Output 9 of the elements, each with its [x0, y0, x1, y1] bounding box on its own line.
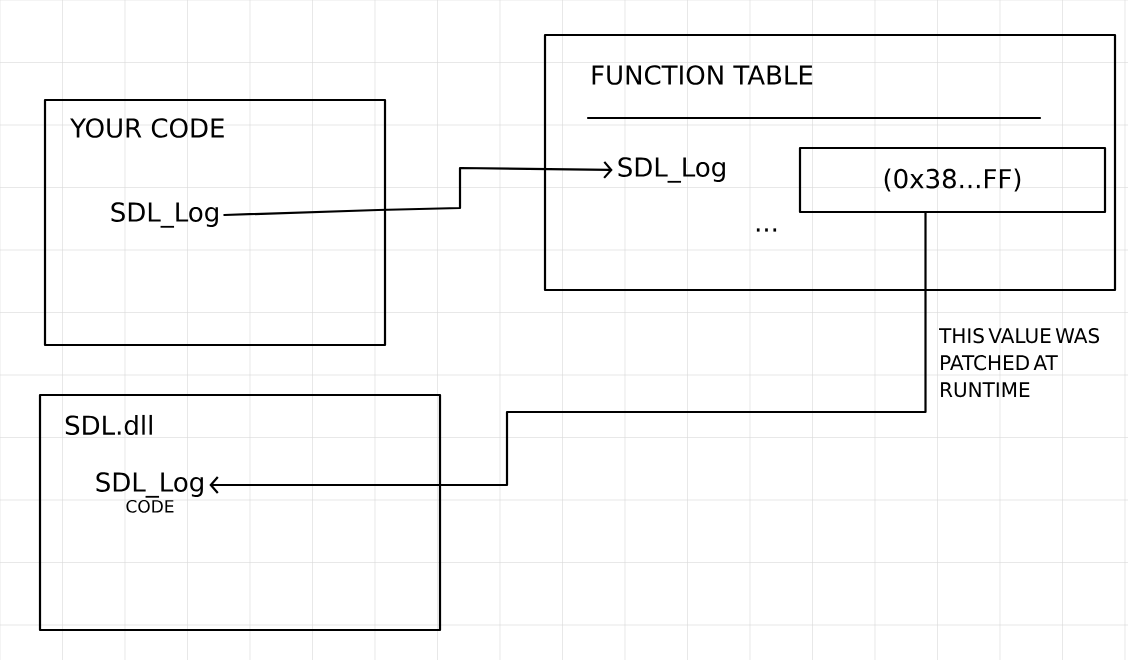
- function-name: SDL_Log: [618, 157, 725, 183]
- ellipsis: ...: [756, 228, 777, 232]
- function-name: SDL_Log: [96, 472, 203, 498]
- annotation-text: THIS VALUE WAS PATCHED AT RUNTIME: [939, 328, 1100, 398]
- value-box: (0x38...FF): [798, 146, 1107, 214]
- function-name: SDL_Log: [111, 202, 218, 228]
- caption-text: CODE: [126, 499, 174, 513]
- arrow: [209, 212, 927, 494]
- arrow: [223, 161, 613, 217]
